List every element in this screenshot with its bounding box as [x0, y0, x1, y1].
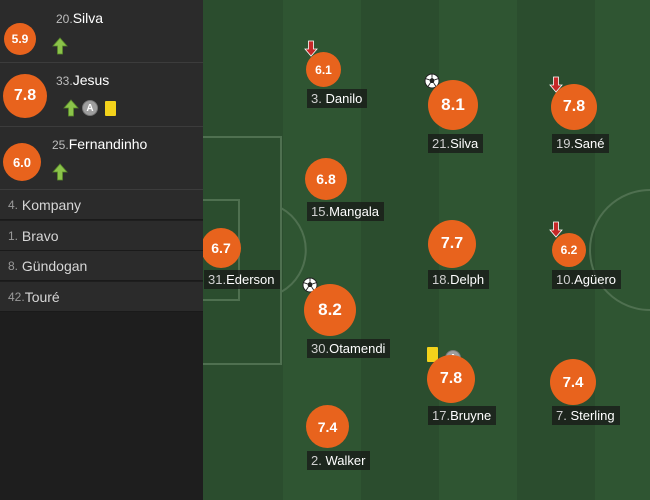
- player-name: Kompany: [21, 196, 82, 213]
- yellow-card-icon: [105, 100, 116, 116]
- rating-badge: 7.8: [551, 84, 597, 130]
- player-name: Silva: [450, 136, 479, 151]
- player-number: 42.: [8, 289, 25, 304]
- green-up-arrow-icon: [63, 99, 79, 117]
- player-name: Bravo: [21, 227, 59, 244]
- player-name: Sané: [574, 136, 605, 151]
- player-name: Otamendi: [329, 341, 386, 356]
- assist-badge-icon: A: [82, 100, 98, 116]
- player-number: 2.: [311, 453, 322, 468]
- player-name-label: 20.Silva: [56, 10, 103, 26]
- player-number: 17.: [432, 408, 451, 423]
- player-number: 15.: [311, 204, 330, 219]
- player-name: Danilo: [325, 91, 363, 106]
- rating-badge: 7.4: [306, 405, 349, 448]
- player-number: 4.: [8, 197, 19, 212]
- player-name-label: 17.Bruyne: [428, 406, 497, 425]
- player-number: 18.: [432, 272, 451, 287]
- player-number: 25.: [52, 138, 69, 152]
- bench-player-row[interactable]: 1. Bravo: [0, 221, 203, 251]
- player-number: 7.: [556, 408, 567, 423]
- player-number: 19.: [556, 136, 575, 151]
- player-name: Agüero: [574, 272, 616, 287]
- green-up-arrow-icon: [52, 37, 68, 55]
- rating-badge: 5.9: [4, 23, 36, 55]
- player-name: Silva: [72, 10, 104, 26]
- player-name-label: 10.Agüero: [552, 270, 621, 289]
- substitutes-panel: 5.9 20.Silva 7.8 33.Jesus A 6.0 25.Ferna…: [0, 0, 203, 500]
- soccer-ball-icon: [424, 73, 440, 89]
- player-name: Walker: [325, 453, 366, 468]
- player-name-label: 21.Silva: [428, 134, 484, 153]
- bench-player-row[interactable]: 42.Touré: [0, 282, 203, 312]
- bench-player-row[interactable]: 4. Kompany: [0, 190, 203, 220]
- player-name-label: 3. Danilo: [307, 89, 368, 108]
- rating-badge: 6.2: [552, 233, 586, 267]
- player-name-label: 18.Delph: [428, 270, 490, 289]
- player-name: Jesus: [72, 72, 110, 88]
- rating-badge: 7.4: [550, 359, 596, 405]
- player-number: 21.: [432, 136, 451, 151]
- player-name-label: 19.Sané: [552, 134, 610, 153]
- rating-badge: 6.7: [203, 228, 241, 268]
- player-name: Gündogan: [21, 257, 88, 274]
- player-name-label: 30.Otamendi: [307, 339, 391, 358]
- player-number: 1.: [8, 228, 19, 243]
- player-name: Ederson: [226, 272, 275, 287]
- player-name-label: 2. Walker: [307, 451, 371, 470]
- player-name-label: 31.Ederson: [204, 270, 280, 289]
- substitute-row[interactable]: 6.0 25.Fernandinho: [0, 127, 203, 190]
- red-down-arrow-icon: [304, 40, 318, 57]
- player-name: Delph: [450, 272, 485, 287]
- substitute-row[interactable]: 7.8 33.Jesus A: [0, 63, 203, 127]
- player-number: 3.: [311, 91, 322, 106]
- player-number: 20.: [56, 12, 73, 26]
- player-number: 31.: [208, 272, 227, 287]
- green-up-arrow-icon: [52, 163, 68, 181]
- rating-badge: 6.8: [305, 158, 347, 200]
- rating-badge: 6.1: [306, 52, 341, 87]
- rating-badge: 7.7: [428, 220, 476, 268]
- player-name: Mangala: [329, 204, 379, 219]
- yellow-card-icon: [427, 347, 438, 362]
- rating-badge: 8.1: [428, 80, 478, 130]
- rating-badge: 8.2: [304, 284, 356, 336]
- rating-badge: 7.8: [427, 355, 475, 403]
- rating-badge: 6.0: [3, 143, 41, 181]
- player-name: Fernandinho: [68, 136, 148, 152]
- player-name: Sterling: [570, 408, 615, 423]
- player-number: 30.: [311, 341, 330, 356]
- player-name-label: 7. Sterling: [552, 406, 620, 425]
- substitute-row[interactable]: 5.9 20.Silva: [0, 0, 203, 63]
- player-name-label: 15.Mangala: [307, 202, 384, 221]
- player-number: 10.: [556, 272, 575, 287]
- player-number: 8.: [8, 258, 19, 273]
- player-name-label: 33.Jesus: [56, 72, 109, 88]
- pitch: 6.7 31.Ederson 6.1 3. Danilo 6.8 15.Mang…: [203, 0, 650, 500]
- player-name: Bruyne: [450, 408, 492, 423]
- player-number: 33.: [56, 74, 73, 88]
- red-down-arrow-icon: [549, 221, 563, 238]
- rating-badge: 7.8: [3, 74, 47, 118]
- bench-player-row[interactable]: 8. Gündogan: [0, 251, 203, 281]
- player-name-label: 25.Fernandinho: [52, 136, 147, 152]
- player-name: Touré: [24, 288, 60, 305]
